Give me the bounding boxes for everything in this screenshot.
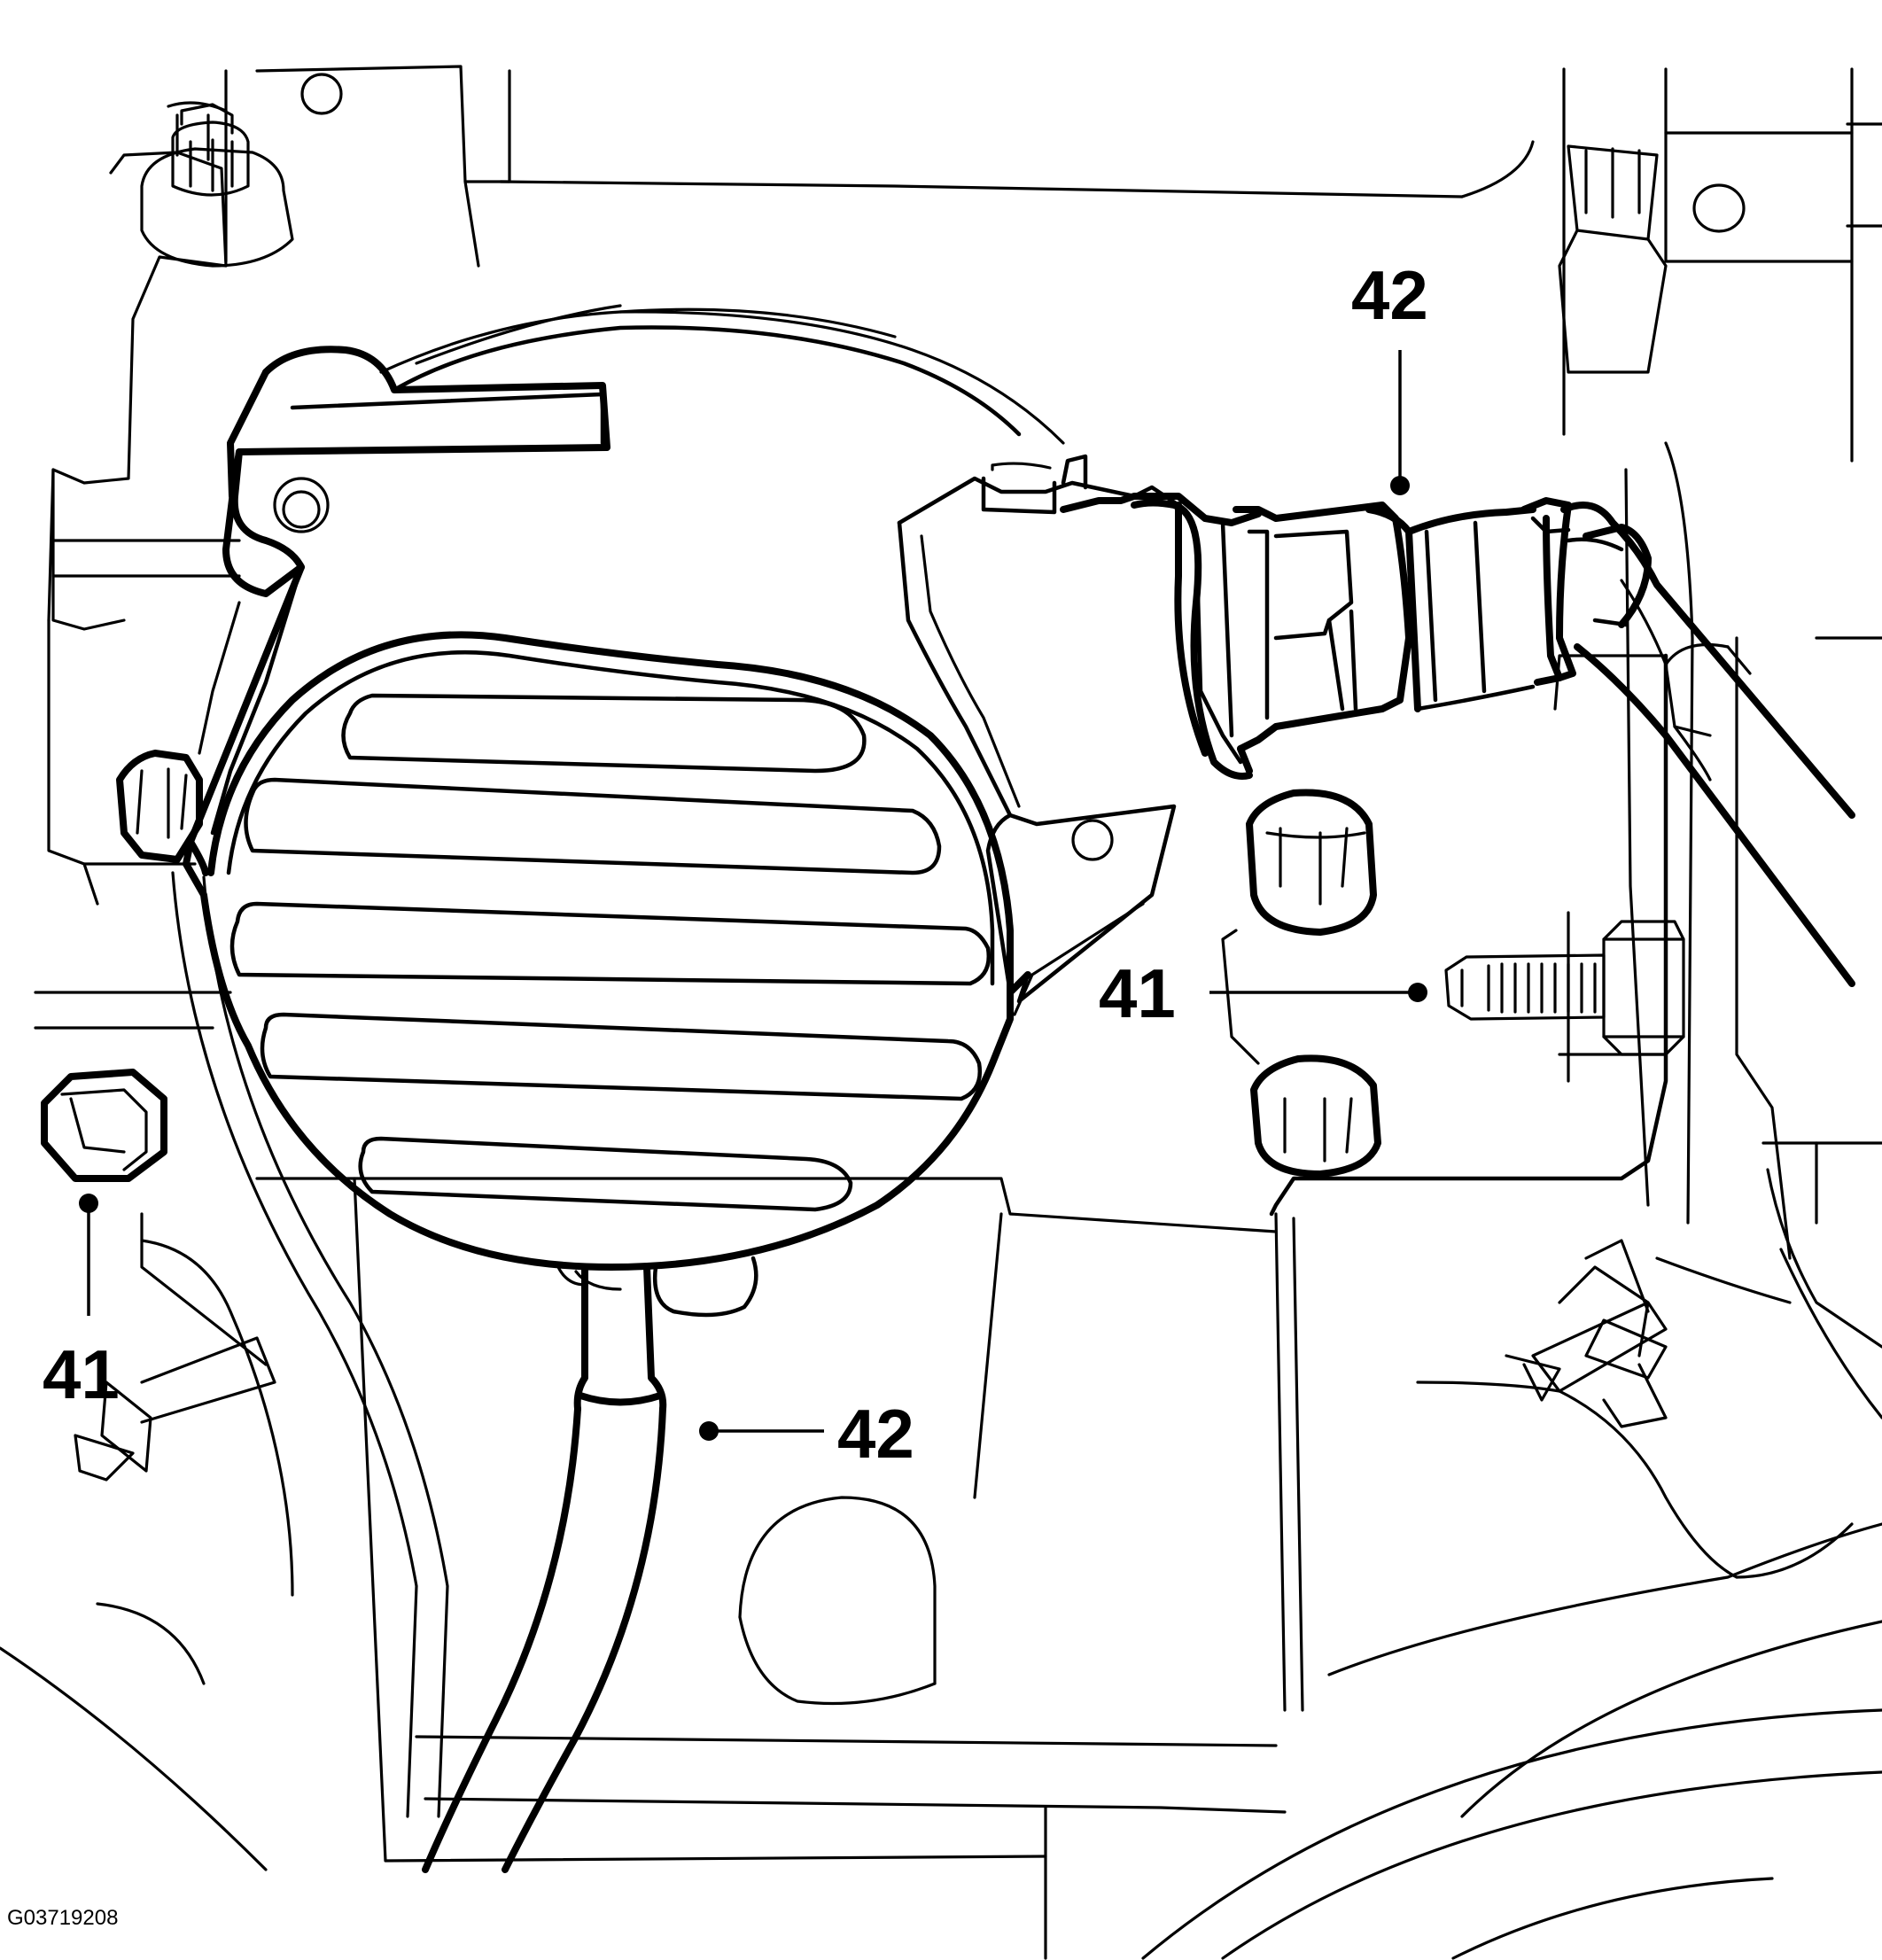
callout-dot-41-left <box>79 1194 98 1213</box>
callout-dot-41-right <box>1408 983 1427 1002</box>
cover-rib-4 <box>260 1012 983 1101</box>
callout-41-right: 41 <box>1099 954 1176 1032</box>
cover-rib-3 <box>229 901 992 986</box>
bolt-left-lower <box>41 1069 167 1182</box>
leader-lines <box>79 350 1427 1441</box>
engine-background <box>0 65 1882 1960</box>
cover-rib-1 <box>341 693 867 774</box>
bolt-left-mid <box>116 750 203 863</box>
callout-dot-42-top <box>1390 476 1410 495</box>
bolt-top-left <box>140 103 294 268</box>
callout-42-top: 42 <box>1351 256 1428 334</box>
cover-rib-5 <box>358 1136 853 1212</box>
bolt-right-upper <box>1246 789 1377 936</box>
callout-41-left: 41 <box>43 1335 120 1413</box>
callout-42-bottom: 42 <box>837 1395 914 1473</box>
bolt-right-lower <box>1250 1054 1381 1178</box>
figure-code: G03719208 <box>7 1906 118 1930</box>
mounting-bolts <box>41 103 1685 1182</box>
bolt-removed <box>1444 920 1685 1056</box>
cover-rib-2 <box>244 777 942 875</box>
callout-dot-42-bottom <box>699 1421 719 1441</box>
vacuum-pump <box>183 304 1855 1873</box>
